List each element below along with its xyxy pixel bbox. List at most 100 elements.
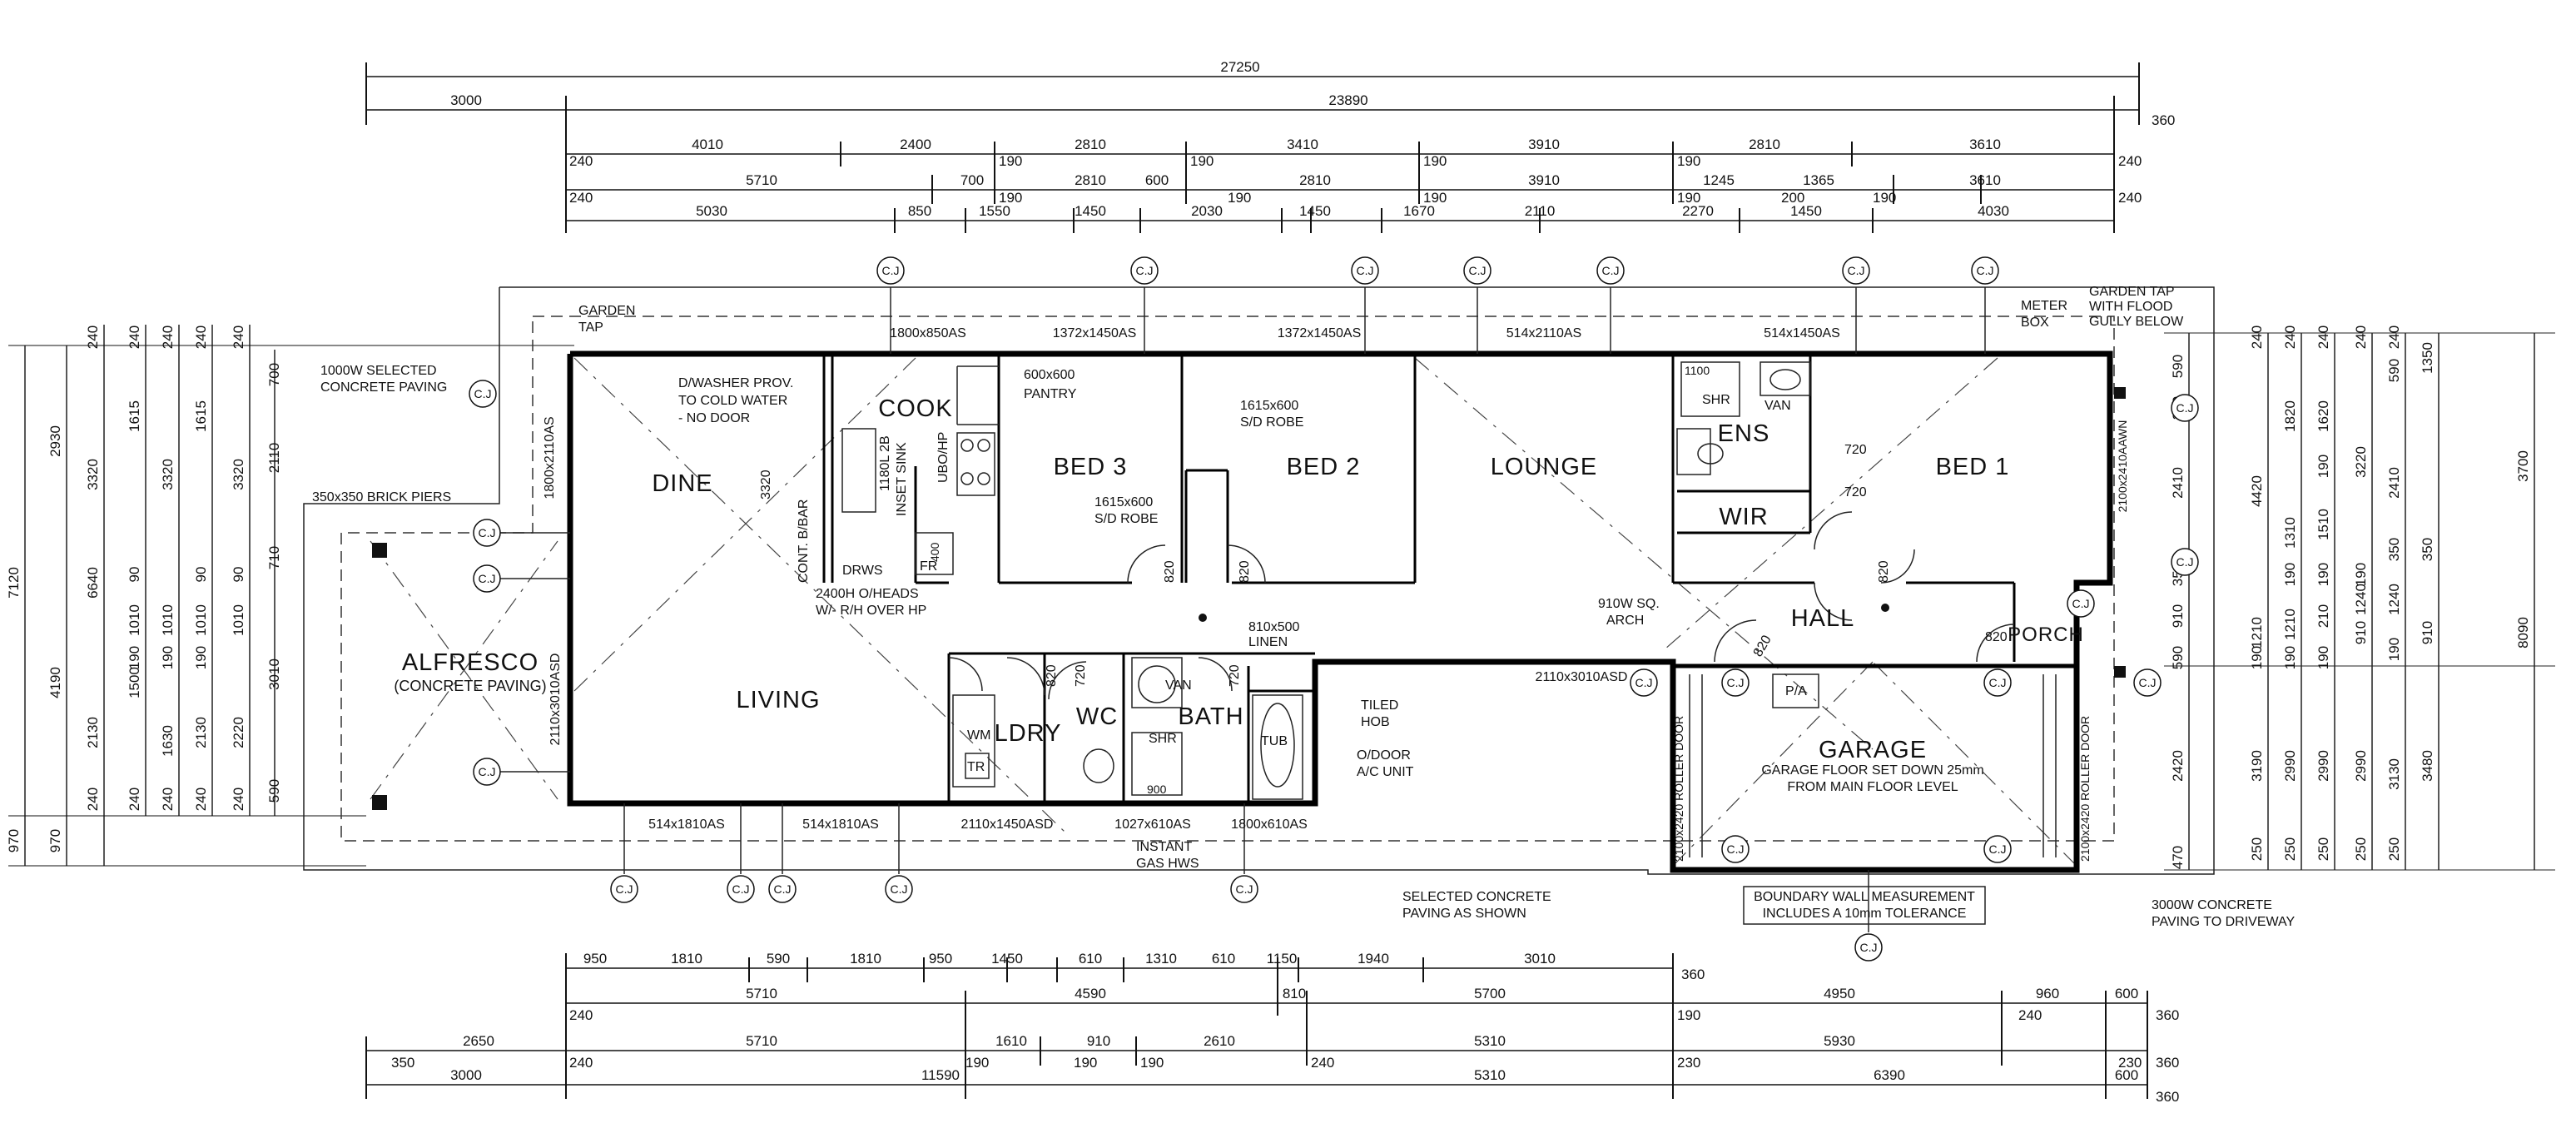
cj-marker: C.J [1983,835,2012,863]
drws-label: DRWS [842,564,883,578]
dim-bottom: 190 [1677,1007,1700,1023]
svg-text:C.J: C.J [1989,842,2007,856]
dim-left: 970 [6,829,22,852]
room-alfresco: ALFRESCO [402,649,539,676]
dim-top: 190 [1190,153,1214,169]
room-bath: BATH [1178,703,1243,730]
dim-bottom: 230 [2118,1055,2142,1071]
dim-top: 850 [908,203,931,219]
dim-left: 1615 [127,400,142,432]
cj-marker: C.J [1463,256,1491,354]
svg-text:C.J: C.J [774,882,792,896]
dim-left: 240 [127,326,142,349]
dim-right: 2990 [2353,750,2369,782]
driveway-note-1: 3000W CONCRETE [2152,898,2272,912]
dwasher-note-3: - NO DOOR [678,411,750,425]
dim-top: 1450 [1299,203,1331,219]
dim-right: 3480 [2420,750,2435,782]
dim-bottom: 1150 [1267,951,1298,967]
window-label: 514x2110AS [1506,326,1581,340]
svg-text:C.J: C.J [479,526,496,539]
paving1000-note-1: 1000W SELECTED [320,364,437,378]
control-joints: C.J C.J C.J C.J C.J C.J C.J C.J C.J C.J … [469,256,2199,962]
paving-selected-2: PAVING AS SHOWN [1402,907,1526,921]
brick-pier [2114,387,2126,399]
meter-box-2: BOX [2021,316,2049,330]
dim-bottom: 610 [1212,951,1235,967]
dim-left: 3010 [266,658,282,690]
dim-top: 1365 [1803,172,1834,188]
dim-right: 190 [2353,563,2369,586]
svg-text:C.J: C.J [891,882,908,896]
ens-shower-size: 1100 [1685,364,1710,377]
dim-top: 1450 [1790,203,1822,219]
dim-top: 2030 [1191,203,1223,219]
ubo-label: UBO/HP [936,432,950,483]
door-bed1: 820 [1877,560,1891,583]
dim-top: 190 [1873,190,1896,206]
dim-right: 250 [2386,837,2402,861]
dim-top: 5030 [696,203,727,219]
room-ens: ENS [1718,420,1770,447]
dim-right: 240 [2353,326,2369,349]
dim-left: 240 [85,326,101,349]
dwasher-note-1: D/WASHER PROV. [678,376,793,390]
dim-top: 3610 [1969,172,2001,188]
room-wir: WIR [1719,504,1768,530]
window-label: 1800x610AS [1231,817,1308,832]
dim-right: 3190 [2249,750,2265,782]
cj-marker: C.J [1721,668,1750,697]
room-bed1: BED 1 [1936,454,2010,480]
dim-left: 240 [160,788,176,811]
dim-right: 1350 [2420,342,2435,374]
dim-right: 1510 [2315,509,2331,540]
dim-top: 3910 [1528,137,1560,152]
dim-left: 240 [231,788,246,811]
door-bed3: 820 [1163,560,1177,583]
dim-left: 240 [85,788,101,811]
dim-top: 3410 [1287,137,1318,152]
dim-bottom: 360 [1681,967,1705,982]
svg-text:C.J: C.J [474,387,492,400]
garden-tap-note-1: GARDEN [578,304,635,318]
room-porch: PORCH [2008,624,2084,646]
dim-bottom: 230 [1677,1055,1700,1071]
room-dine: DINE [652,470,712,497]
room-living: LIVING [736,687,820,713]
dim-right: 910 [2353,621,2369,644]
dim-top: 1670 [1403,203,1435,219]
dim-right: 2420 [2170,750,2186,782]
dim-overall-top: 27250 [1220,59,1259,75]
bath-shower-label: SHR [1149,732,1177,746]
tiled-hob-1: TILED [1361,698,1398,713]
cj-marker: C.J [1596,256,1625,354]
dim-left: 700 [266,363,282,386]
dim-bottom: 600 [2115,1067,2138,1083]
window-label: 1372x1450AS [1278,326,1362,340]
dim-right: 3700 [2515,450,2531,482]
sink-note-2: INSET SINK [895,442,909,516]
right-dimensions: 590 350 2410 350 910 590 2420 470 240 44… [2164,326,2555,871]
dim-top: 2400 [900,137,931,152]
cj-marker: C.J [473,564,570,593]
dim-left: 7120 [6,567,22,599]
dim-left: 2130 [85,717,101,748]
dim-bottom: 360 [2156,1055,2179,1071]
svg-text:C.J: C.J [616,882,633,896]
dim-right: 250 [2249,837,2265,861]
dim-left: 1010 [193,604,209,636]
dim-top: 190 [1228,190,1251,206]
dim-top: 190 [1423,153,1447,169]
dim-bottom: 360 [2156,1089,2179,1105]
garden-tap-r-1: GARDEN TAP [2089,285,2175,299]
dim-right: 2990 [2282,750,2298,782]
door-swings [948,511,2015,700]
wm-label: WM [967,728,990,743]
dim-bottom: 240 [569,1055,593,1071]
dim-left: 240 [127,788,142,811]
dim-right: 1240 [2353,584,2369,615]
gas-note-1: INSTANT [1136,840,1192,854]
dim-right: 1620 [2315,400,2331,432]
dim-left: 1010 [231,604,246,636]
diagonal-lines [370,357,2077,867]
